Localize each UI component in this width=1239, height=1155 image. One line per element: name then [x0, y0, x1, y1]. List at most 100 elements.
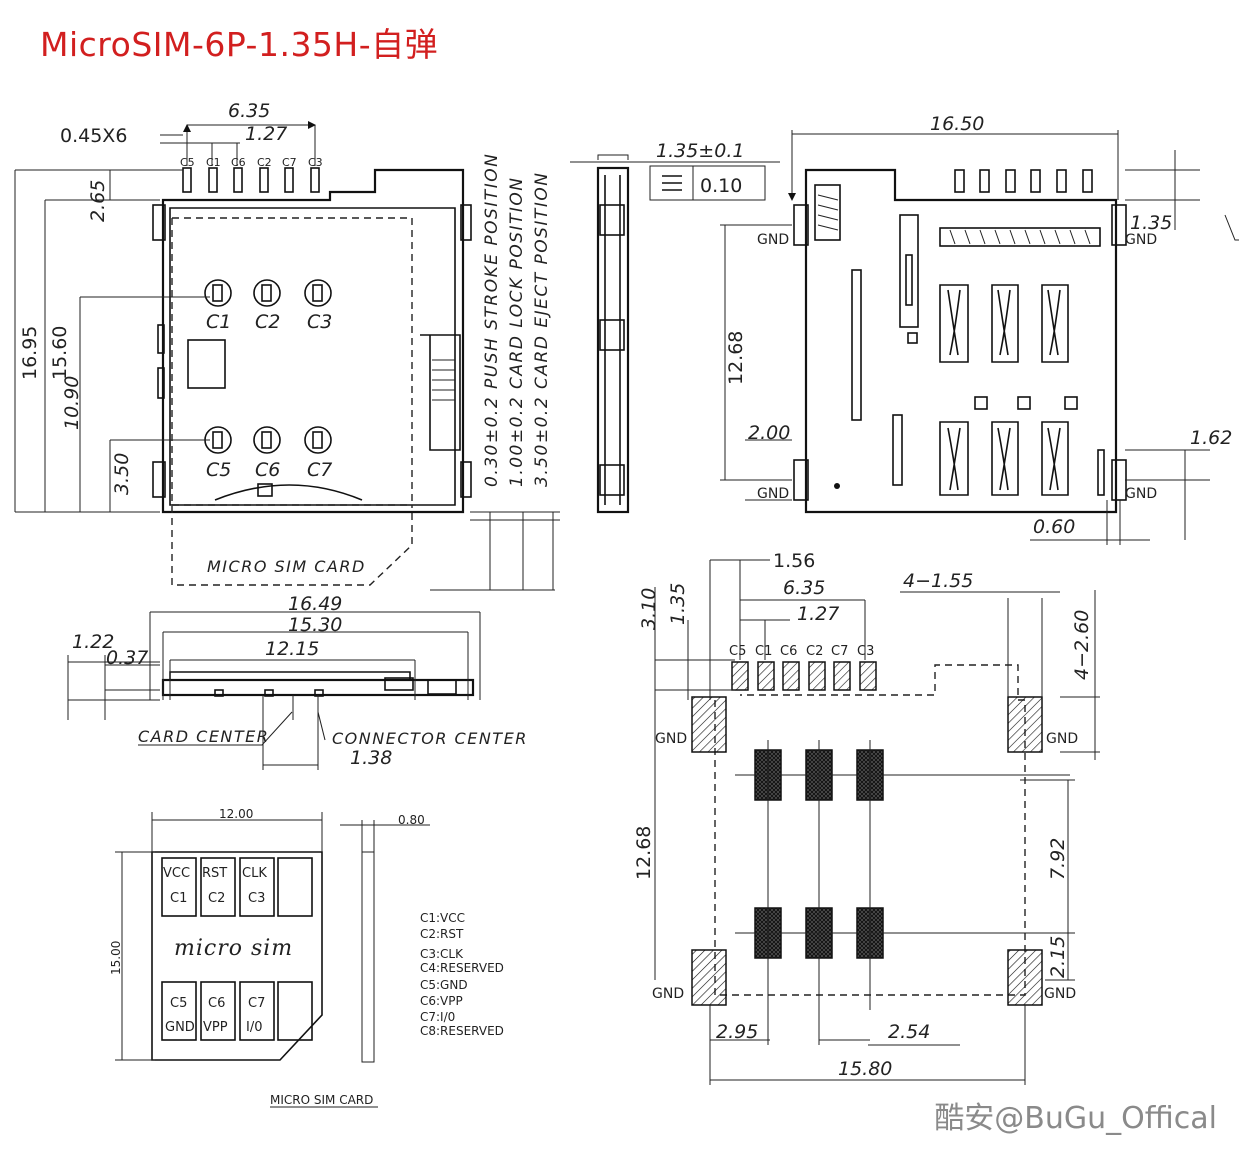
- card-contact-func: VPP: [203, 1020, 228, 1035]
- card-contact-func: CLK: [242, 866, 267, 881]
- dim-12-68-bottom: 12.68: [725, 331, 747, 385]
- top-contacts: [204, 279, 332, 454]
- card-pin-legend: C1:VCC C2:RST C3:CLK C4:RESERVED C5:GND …: [420, 911, 504, 1038]
- legend-item: C6:VPP: [420, 994, 463, 1008]
- legend-item: C7:I/0: [420, 1010, 455, 1024]
- dim-6-35-top: 6.35: [228, 100, 270, 122]
- fp-pin-label: C7: [831, 644, 848, 659]
- top-pin-label: C2: [257, 156, 272, 169]
- footprint-pin-labels: C5 C1 C6 C2 C7 C3: [729, 644, 874, 659]
- top-contact-labels: C1 C2 C3 C5 C6 C7: [206, 311, 332, 481]
- dim-2-00: 2.00: [748, 422, 790, 444]
- legend-item: C4:RESERVED: [420, 961, 504, 975]
- fp-dim-6-35: 6.35: [783, 577, 825, 599]
- bottom-view: [720, 130, 1239, 545]
- fp-dim-1-56: 1.56: [773, 550, 815, 572]
- gnd-label: GND: [757, 486, 789, 502]
- top-pin-label: C6: [231, 156, 246, 169]
- dim-1-35-bottom: 1.35: [1130, 212, 1172, 234]
- top-pin-label: C7: [282, 156, 297, 169]
- dim-thickness: 1.35±0.1: [656, 140, 744, 162]
- card-contacts: [161, 857, 313, 1041]
- card-contact-func: I/0: [246, 1020, 263, 1035]
- top-pin-label: C5: [180, 156, 195, 169]
- pcb-footprint: [654, 559, 1100, 1085]
- top-pin-labels: C5 C1 C6 C2 C7 C3: [180, 156, 323, 169]
- contact-label: C5: [206, 459, 231, 481]
- card-contact-id: C5: [170, 996, 187, 1011]
- fp-dim-12-68: 12.68: [633, 826, 655, 880]
- fp-dim-4-1-55: 4−1.55: [903, 570, 973, 592]
- dim-1-22: 1.22: [72, 631, 114, 653]
- contact-label: C3: [307, 311, 332, 333]
- fp-dim-2-15: 2.15: [1047, 936, 1069, 978]
- contact-label: C2: [255, 311, 280, 333]
- card-center-label: CARD CENTER: [138, 727, 269, 746]
- card-label: MICRO SIM CARD: [270, 1093, 373, 1107]
- card-contact-id: C2: [208, 891, 225, 906]
- push-stroke-position: 0.30±0.2 PUSH STROKE POSITION: [482, 153, 502, 487]
- dim-1-38: 1.38: [350, 747, 392, 769]
- dim-1-27-top: 1.27: [245, 123, 287, 145]
- fp-gnd-label: GND: [652, 986, 684, 1002]
- gnd-label: GND: [757, 232, 789, 248]
- dim-0-60: 0.60: [1033, 516, 1075, 538]
- fp-dim-1-27: 1.27: [797, 603, 839, 625]
- gnd-label: GND: [1125, 486, 1157, 502]
- fp-gnd-label: GND: [655, 731, 687, 747]
- card-contact-func: RST: [202, 866, 227, 881]
- connector-center-label: CONNECTOR CENTER: [332, 729, 528, 748]
- card-contact-labels: VCC C1 RST C2 CLK C3 C5 GND C6 VPP C7 I/…: [163, 866, 267, 1035]
- contact-label: C7: [307, 459, 332, 481]
- card-contact-id: C7: [248, 996, 265, 1011]
- card-contact-id: C1: [170, 891, 187, 906]
- contact-label: C6: [255, 459, 280, 481]
- bottom-pins: [954, 169, 1093, 193]
- fp-dim-7-92: 7.92: [1047, 838, 1069, 880]
- card-height: 15.00: [109, 941, 123, 975]
- dim-10-90: 10.90: [61, 376, 83, 430]
- legend-item: C8:RESERVED: [420, 1024, 504, 1038]
- bottom-contact-springs: [939, 284, 1078, 496]
- fp-gnd-label: GND: [1044, 986, 1076, 1002]
- watermark: 酷安@BuGu_Offical: [934, 1101, 1217, 1136]
- fp-gnd-label: GND: [1046, 731, 1078, 747]
- card-lock-position: 1.00±0.2 CARD LOCK POSITION: [507, 176, 527, 487]
- card-contact-id: C6: [208, 996, 225, 1011]
- top-view: [14, 125, 560, 591]
- card-logo-text: micro sim: [174, 936, 293, 961]
- card-contact-func: VCC: [163, 866, 190, 881]
- card-width: 12.00: [219, 807, 253, 821]
- dim-15-30: 15.30: [288, 614, 342, 636]
- dim-3-50: 3.50: [111, 453, 133, 495]
- fp-pin-label: C5: [729, 644, 746, 659]
- dim-2-65: 2.65: [87, 180, 109, 222]
- fp-pin-label: C1: [755, 644, 772, 659]
- dim-16-95: 16.95: [19, 326, 41, 380]
- fp-pin-label: C2: [806, 644, 823, 659]
- card-eject-position: 3.50±0.2 CARD EJECT POSITION: [532, 172, 552, 487]
- contact-label: C1: [206, 311, 231, 333]
- legend-item: C5:GND: [420, 978, 468, 992]
- dim-15-60: 15.60: [49, 326, 71, 380]
- dim-16-50: 16.50: [930, 113, 984, 135]
- top-pins: [182, 167, 320, 193]
- fp-pin-label: C6: [780, 644, 797, 659]
- legend-item: C1:VCC: [420, 911, 465, 925]
- fp-dim-1-35: 1.35: [667, 583, 689, 625]
- legend-item: C2:RST: [420, 927, 464, 941]
- dim-1-62: 1.62: [1190, 427, 1232, 449]
- flatness-value: 0.10: [700, 175, 742, 197]
- fp-dim-3-10: 3.10: [638, 588, 660, 630]
- micro-sim-card: [115, 812, 430, 1108]
- fp-dim-4-2-60: 4−2.60: [1071, 610, 1093, 680]
- fp-dim-2-95: 2.95: [716, 1021, 758, 1043]
- footprint-pin-pads: [731, 661, 877, 691]
- front-view: [67, 611, 481, 770]
- top-pin-label: C1: [206, 156, 221, 169]
- fp-dim-2-54: 2.54: [888, 1021, 930, 1043]
- dim-pin-width: 0.45X6: [60, 125, 127, 147]
- card-thickness: 0.80: [398, 813, 425, 827]
- top-card-label: MICRO SIM CARD: [207, 557, 366, 576]
